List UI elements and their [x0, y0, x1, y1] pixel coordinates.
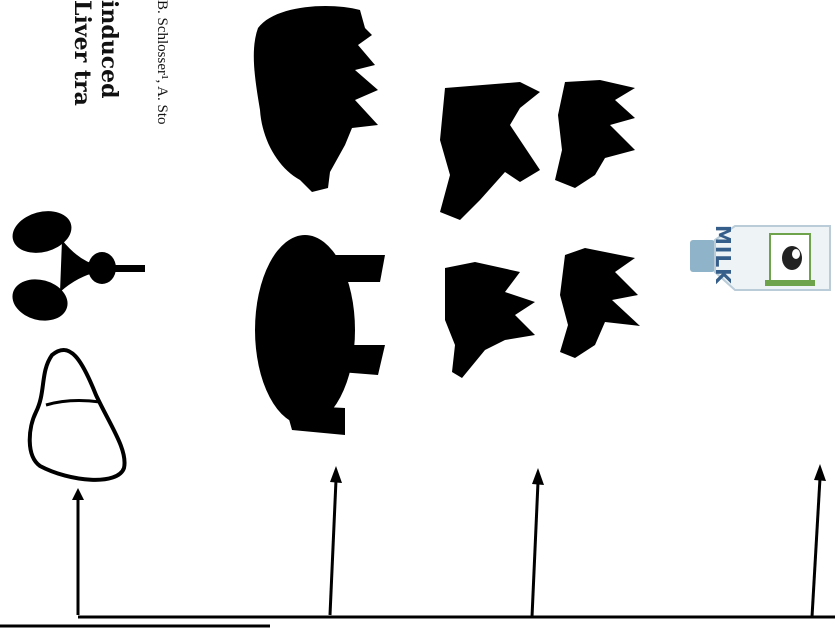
cattle-icon: [254, 6, 378, 192]
liver-icon: [30, 350, 125, 480]
pig-icon: [255, 235, 385, 435]
milk-bottle-label: MILK: [711, 225, 735, 285]
arrows: [0, 464, 835, 626]
sheep-icon: [440, 80, 635, 220]
kidneys-icon: [8, 205, 145, 327]
goat-icon: [445, 248, 640, 378]
liver-lobe-line: [46, 401, 100, 405]
